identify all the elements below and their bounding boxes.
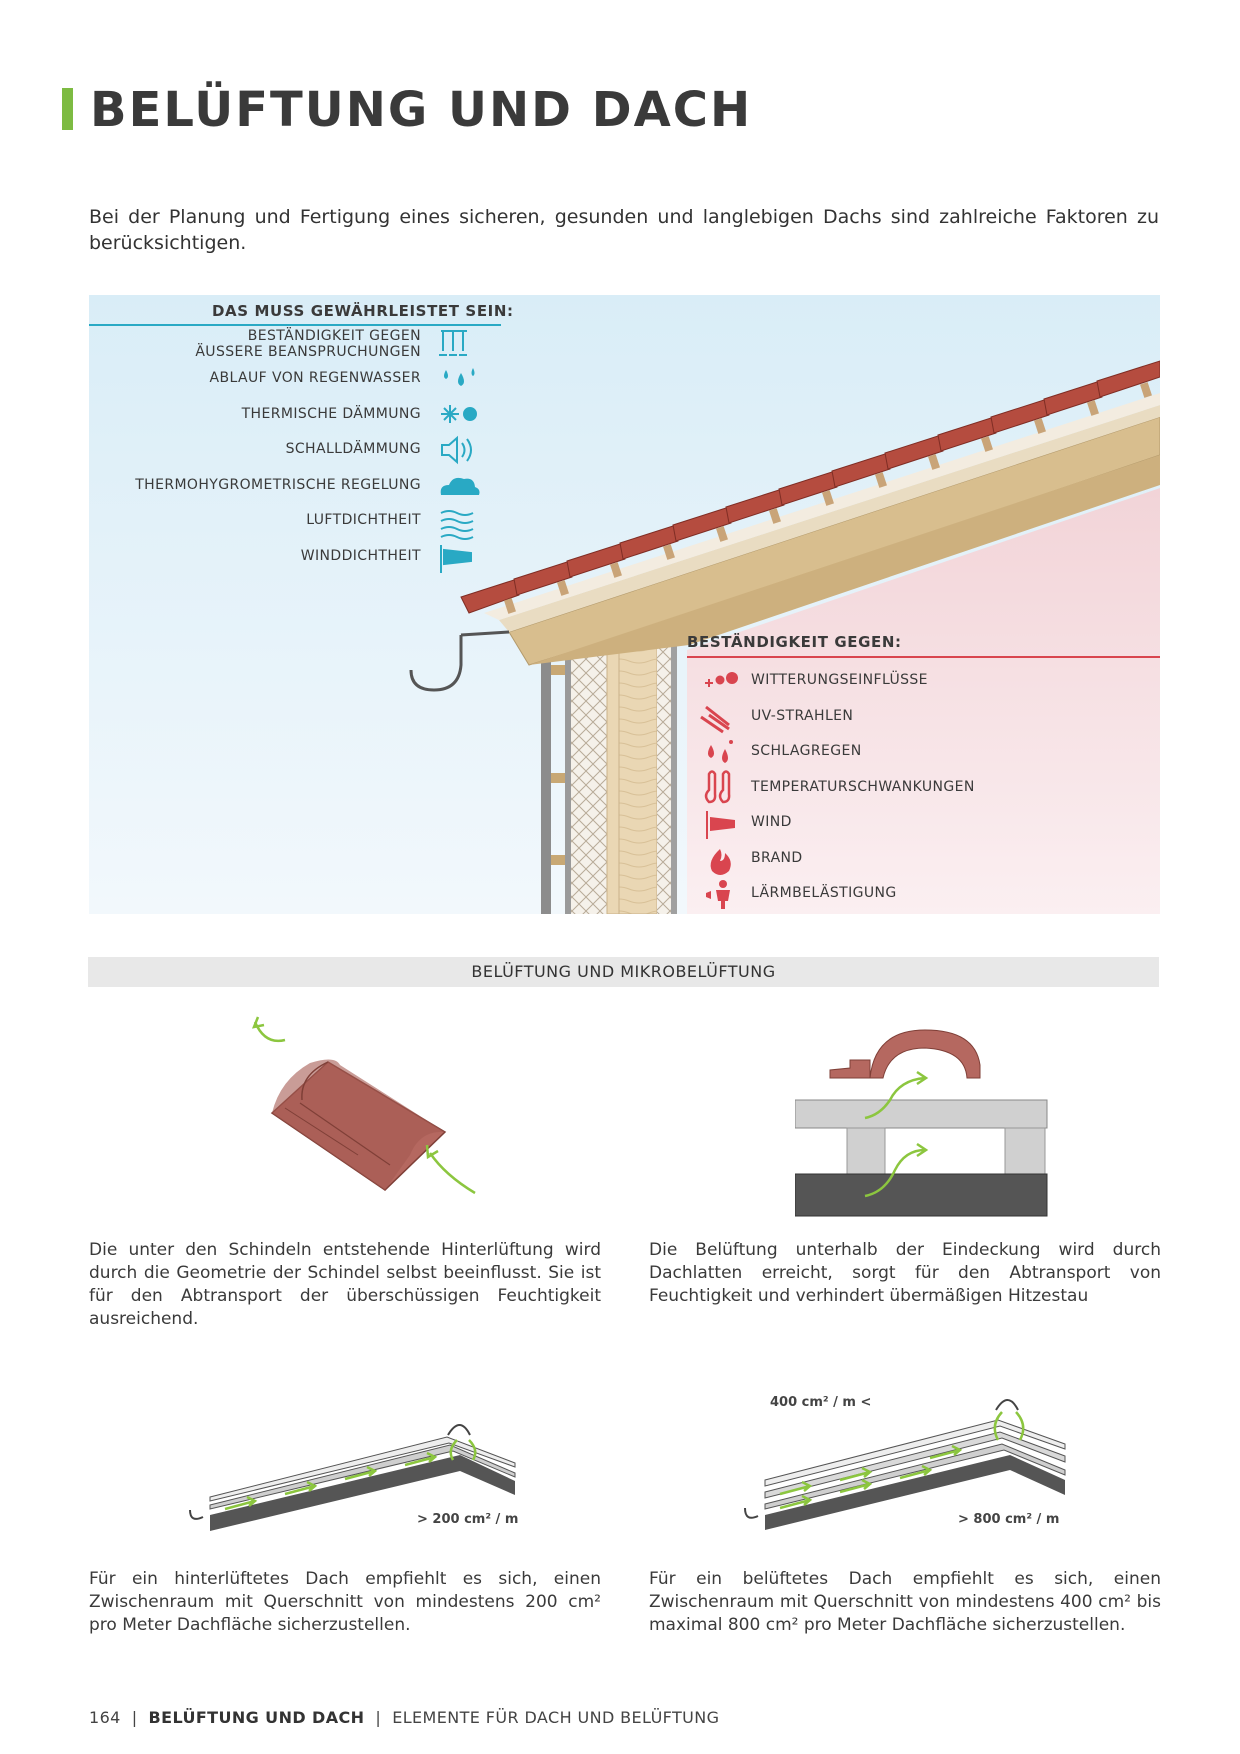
cloud-icon bbox=[440, 477, 480, 495]
guarantee-item-5: THERMOHYGROMETRISCHE REGELUNG bbox=[134, 477, 421, 493]
page-title: BELÜFTUNG UND DACH bbox=[90, 82, 753, 138]
resistance-item-3: SCHLAGREGEN bbox=[751, 743, 862, 759]
label-400: 400 cm² / m < bbox=[770, 1395, 871, 1410]
resistance-item-6: BRAND bbox=[751, 850, 803, 866]
guarantee-item-6: LUFTDICHTHEIT bbox=[306, 512, 421, 528]
guarantee-item-2: ABLAUF VON REGENWASSER bbox=[210, 370, 421, 386]
rain-drops-icon bbox=[444, 368, 475, 386]
back-ventilated-description: Für ein hinterlüftetes Dach empfiehlt es… bbox=[89, 1569, 601, 1635]
speaker-icon bbox=[441, 435, 472, 465]
guarantee-heading: DAS MUSS GEWÄHRLEISTET SEIN: bbox=[212, 301, 514, 320]
guarantee-item-4: SCHALLDÄMMUNG bbox=[286, 439, 421, 457]
stress-resistance-icon bbox=[439, 330, 467, 356]
battens-illustration bbox=[794, 1020, 1055, 1220]
snowflake-sun-icon bbox=[441, 405, 477, 423]
resistance-item-7: LÄRMBELÄSTIGUNG bbox=[751, 883, 897, 901]
page-number: 164 bbox=[89, 1708, 121, 1727]
gutter-icon bbox=[409, 635, 463, 692]
noise-person-icon bbox=[706, 880, 730, 909]
guarantee-item-3: THERMISCHE DÄMMUNG bbox=[241, 404, 421, 422]
section-heading: BELÜFTUNG UND MIKROBELÜFTUNG bbox=[88, 957, 1159, 987]
battens-description: Die Belüftung unterhalb der Eindeckung w… bbox=[649, 1240, 1161, 1306]
windsock-icon bbox=[440, 545, 472, 573]
ventilated-roof-diagram: 400 cm² / m < > 800 cm² / m bbox=[740, 1380, 1075, 1530]
driving-rain-icon bbox=[708, 740, 733, 763]
guarantee-item-7: WINDDICHTHEIT bbox=[301, 548, 421, 564]
resistance-item-4: TEMPERATURSCHWANKUNGEN bbox=[750, 779, 975, 795]
intro-paragraph: Bei der Planung und Fertigung eines sich… bbox=[89, 206, 1159, 254]
page-footer: 164 | BELÜFTUNG UND DACH | ELEMENTE FÜR … bbox=[89, 1708, 720, 1727]
label-200: > 200 cm² / m bbox=[417, 1512, 518, 1527]
resistance-item-2: UV-STRAHLEN bbox=[751, 708, 853, 724]
uv-rays-icon bbox=[700, 705, 730, 734]
label-800: > 800 cm² / m bbox=[958, 1512, 1059, 1527]
weather-icon bbox=[705, 672, 738, 687]
ventilated-description: Für ein belüftetes Dach empfiehlt es sic… bbox=[649, 1569, 1161, 1635]
airtight-waves-icon bbox=[440, 510, 474, 540]
wind-icon bbox=[706, 811, 735, 839]
back-ventilated-roof-diagram: > 200 cm² / m bbox=[185, 1405, 530, 1535]
fire-icon bbox=[710, 849, 731, 875]
roof-cross-section-diagram: DAS MUSS GEWÄHRLEISTET SEIN: BESTÄNDIGKE… bbox=[89, 295, 1160, 914]
footer-chapter: BELÜFTUNG UND DACH bbox=[148, 1708, 365, 1727]
resistance-item-1: WITTERUNGSEINFLÜSSE bbox=[751, 670, 928, 688]
thermometer-icon bbox=[704, 770, 731, 804]
guarantee-item-1-line-2: ÄUSSERE BEANSPRUCHUNGEN bbox=[195, 342, 421, 360]
shingle-illustration bbox=[240, 1005, 500, 1205]
title-accent-bar bbox=[62, 88, 73, 130]
footer-section: ELEMENTE FÜR DACH UND BELÜFTUNG bbox=[392, 1708, 720, 1727]
guarantee-item-1-line-1: BESTÄNDIGKEIT GEGEN bbox=[248, 326, 421, 344]
shingle-description: Die unter den Schindeln entstehende Hint… bbox=[89, 1240, 601, 1329]
resistance-heading: BESTÄNDIGKEIT GEGEN: bbox=[687, 632, 902, 651]
resistance-item-5: WIND bbox=[751, 814, 792, 830]
